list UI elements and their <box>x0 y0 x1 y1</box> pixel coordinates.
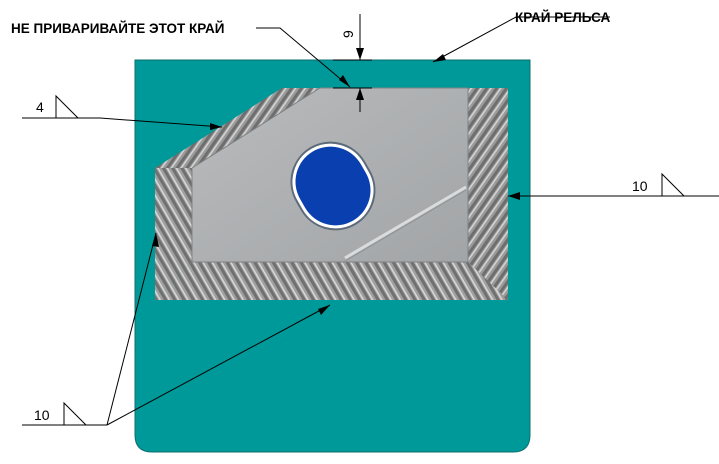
plate-inner-edge <box>191 87 469 263</box>
weld-bead-right <box>468 88 508 300</box>
weld-symbol-bottom-left: 10 <box>22 232 331 426</box>
weld-symbol-right: 10 <box>508 172 719 200</box>
rail-edge-leader <box>432 16 610 63</box>
dimension-label: 9 <box>340 30 356 38</box>
weld-bead-left <box>155 168 192 300</box>
rail-edge-label: КРАЙ РЕЛЬСА <box>515 10 611 25</box>
weld-symbol-top-left: 4 <box>22 94 223 130</box>
weld-size-top-left: 4 <box>36 99 44 115</box>
do-not-weld-leader <box>256 27 351 88</box>
slot-hole <box>290 141 376 231</box>
dimension-9: 9 <box>333 14 372 112</box>
weld-size-right: 10 <box>632 178 648 194</box>
do-not-weld-label: НЕ ПРИВАРИВАЙТЕ ЭТОТ КРАЙ <box>11 21 225 36</box>
plate-highlight-line <box>344 185 467 260</box>
weld-bead-top-diagonal <box>155 88 320 168</box>
weld-bead-bottom <box>155 262 508 300</box>
weld-size-bottom-left: 10 <box>34 407 50 423</box>
